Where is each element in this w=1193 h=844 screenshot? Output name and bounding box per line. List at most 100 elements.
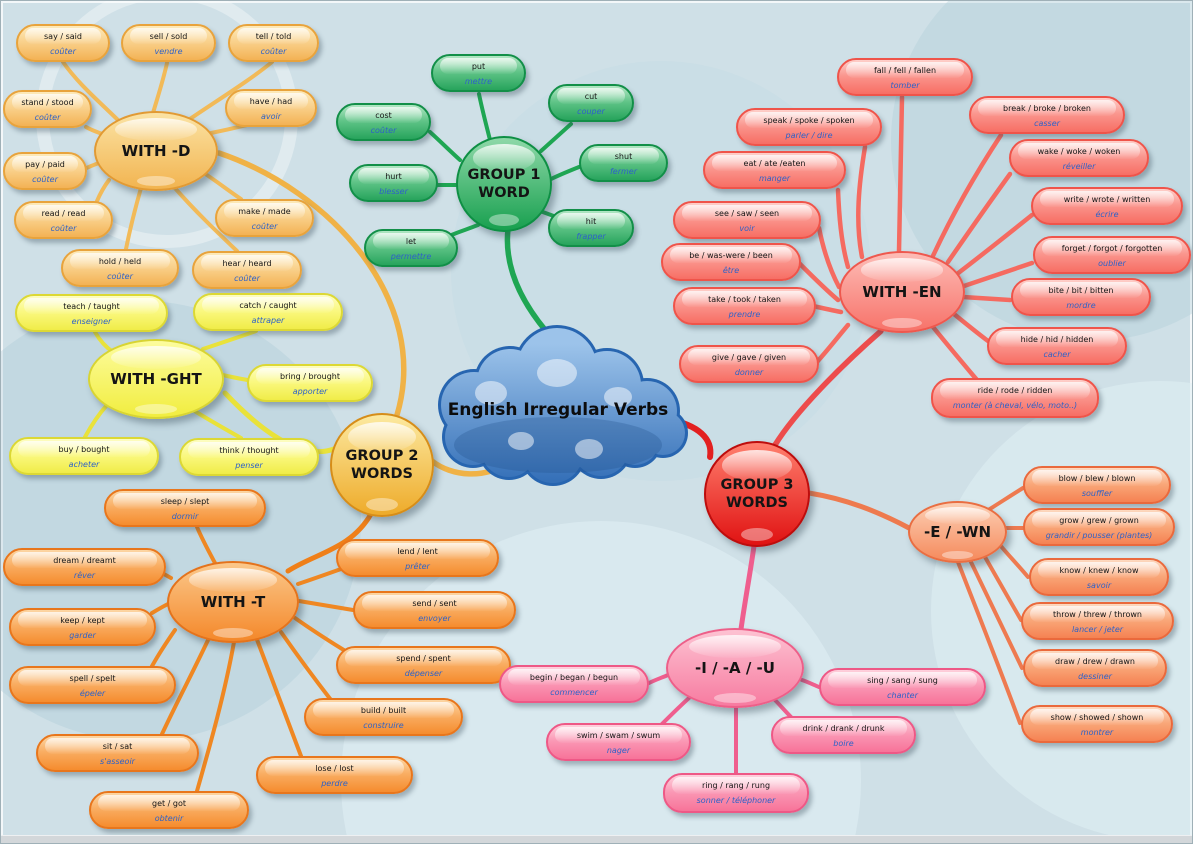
- verb-translation: manger: [758, 174, 791, 183]
- verb-translation: chanter: [887, 691, 918, 700]
- verb-translation: savoir: [1086, 581, 1112, 590]
- verb-translation: oublier: [1098, 259, 1126, 268]
- verb-forms: hit: [585, 217, 597, 226]
- verb-translation: attraper: [251, 316, 285, 325]
- verb-translation: dessiner: [1078, 672, 1112, 681]
- verb-forms: wake / woke / woken: [1037, 147, 1121, 156]
- verb-forms: give / gave / given: [711, 353, 787, 362]
- hub-i-a-u: -I / -A / -U: [666, 628, 804, 708]
- verb-translation: montrer: [1080, 728, 1114, 737]
- verb-translation: permettre: [390, 252, 432, 261]
- verb-translation: prendre: [728, 310, 761, 319]
- verb-translation: casser: [1034, 119, 1060, 128]
- verb-translation: perdre: [321, 779, 348, 788]
- hub-group1-line1: GROUP 1: [467, 167, 541, 183]
- verb-translation: coûter: [234, 274, 260, 283]
- verb-translation: écrire: [1095, 210, 1119, 219]
- verb-translation: coûter: [251, 222, 278, 231]
- verb-bubble: eat / ate /eaten manger: [703, 151, 846, 189]
- verb-translation: construire: [363, 721, 404, 730]
- hub-with-ght-label: WITH -GHT: [110, 369, 202, 388]
- verb-forms: ring / rang / rung: [701, 781, 771, 790]
- verb-translation: être: [722, 266, 740, 275]
- verb-translation: penser: [235, 461, 263, 470]
- verb-translation: s'asseoir: [100, 757, 135, 766]
- verb-translation: obtenir: [154, 814, 184, 823]
- bottom-strip: [1, 835, 1192, 843]
- hub-group1-line2: WORD: [478, 185, 530, 201]
- verb-translation: garder: [69, 631, 96, 640]
- verb-forms: bring / brought: [280, 372, 340, 381]
- verb-forms: draw / drew / drawn: [1055, 657, 1135, 666]
- verb-forms: dream / dreamt: [53, 556, 116, 565]
- verb-forms: ride / rode / ridden: [977, 386, 1053, 395]
- hub-i-a-u-label: -I / -A / -U: [695, 658, 775, 677]
- verb-translation: dépenser: [404, 669, 443, 678]
- verb-translation: coûter: [34, 113, 61, 122]
- verb-translation: coûter: [50, 224, 77, 233]
- hub-group3-line1: GROUP 3: [720, 477, 794, 493]
- verb-forms: let: [405, 237, 417, 246]
- verb-translation: dormir: [171, 512, 199, 521]
- verb-translation: prêter: [405, 562, 430, 571]
- verb-translation: enseigner: [71, 317, 112, 326]
- verb-translation: parler / dire: [785, 131, 833, 140]
- verb-translation: nager: [606, 746, 631, 755]
- hub-group2-line2: WORDS: [351, 466, 413, 482]
- hub-group1-label: GROUP 1 WORD: [468, 166, 541, 202]
- verb-forms: speak / spoke / spoken: [763, 116, 855, 125]
- verb-bubble: speak / spoke / spoken parler / dire: [736, 108, 882, 146]
- hub-e-wn-label: -E / -WN: [923, 522, 992, 541]
- verb-forms: pay / paid: [25, 160, 65, 169]
- verb-translation: réveiller: [1062, 162, 1096, 171]
- hub-group2: GROUP 2 WORDS: [330, 413, 434, 517]
- verb-translation: vendre: [154, 47, 183, 56]
- hub-with-en-label: WITH -EN: [862, 282, 942, 301]
- hub-with-d-label: WITH -D: [121, 141, 191, 160]
- hub-with-t: WITH -T: [167, 561, 299, 643]
- verb-translation: souffler: [1081, 489, 1113, 498]
- verb-bubble: lose / lost perdre: [256, 756, 413, 794]
- verb-forms: sing / sang / sung: [867, 676, 938, 685]
- verb-forms: eat / ate /eaten: [743, 159, 806, 168]
- verb-translation: apporter: [292, 387, 328, 396]
- verb-forms: lose / lost: [315, 764, 354, 773]
- verb-translation: acheter: [68, 460, 100, 469]
- verb-forms: forget / forgot / forgotten: [1061, 244, 1163, 253]
- verb-bubble: bring / brought apporter: [247, 364, 373, 402]
- verb-bubble: wake / woke / woken réveiller: [1009, 139, 1149, 177]
- hub-e-wn: -E / -WN: [908, 501, 1007, 563]
- verb-bubble: build / built construire: [304, 698, 463, 736]
- verb-translation: tomber: [890, 81, 920, 90]
- verb-forms: tell / told: [255, 32, 292, 41]
- verb-forms: be / was-were / been: [689, 251, 773, 260]
- hub-group2-line1: GROUP 2: [345, 448, 419, 464]
- verb-translation: coûter: [107, 272, 133, 281]
- verb-forms: cost: [375, 111, 392, 120]
- verb-forms: build / built: [360, 706, 407, 715]
- verb-forms: see / saw / seen: [714, 209, 780, 218]
- hub-group2-label: GROUP 2 WORDS: [346, 447, 419, 483]
- verb-forms: spell / spelt: [69, 674, 116, 683]
- verb-translation: commencer: [550, 688, 598, 697]
